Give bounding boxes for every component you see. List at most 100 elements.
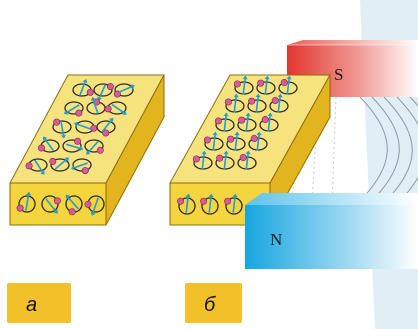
orbit-ellipse [178, 197, 196, 215]
panel-label-b-text: б [204, 294, 216, 316]
electron-icon [74, 137, 82, 145]
spin-arrow-icon [245, 115, 249, 132]
spin-arrow-head [201, 150, 207, 155]
spin-arrow-head [90, 96, 96, 102]
electron-icon [192, 155, 200, 163]
spin-arrow-icon [232, 196, 236, 213]
atom-orbit-icon [84, 195, 105, 216]
spin-arrow-icon [45, 198, 57, 212]
electron-icon [106, 83, 114, 91]
electron-icon [86, 88, 94, 96]
spin-arrow-icon [67, 196, 79, 210]
orbit-ellipse [225, 197, 243, 215]
atom-orbit-icon [104, 101, 127, 115]
spin-arrow-head [256, 131, 262, 136]
spin-arrow-icon [242, 78, 246, 95]
spin-arrow-icon [65, 143, 81, 150]
spin-arrow-icon [264, 78, 268, 95]
electron-icon [214, 117, 222, 125]
atom-orbit-icon [237, 112, 257, 132]
electron-icon [233, 80, 241, 88]
spin-arrow-head [86, 150, 91, 155]
spin-arrow-icon [111, 103, 125, 114]
electron-icon [81, 167, 89, 175]
atom-orbit-icon [200, 193, 219, 215]
atom-orbit-icon [96, 117, 116, 137]
spin-arrow-icon [25, 194, 30, 211]
electron-icon [104, 105, 112, 113]
atom-orbit-icon [41, 195, 61, 214]
spin-arrow-icon [60, 120, 65, 136]
material-block-magnetized [169, 73, 331, 227]
atom-orbit-icon [72, 79, 94, 97]
magnetic-field-lines [291, 96, 418, 206]
atom-orbit-icon [233, 75, 254, 95]
spin-arrow-icon [92, 197, 99, 213]
spin-arrow-head [245, 150, 251, 155]
spin-arrow-head [43, 136, 48, 141]
spin-arrow-icon [255, 96, 259, 113]
electron-icon [38, 144, 46, 152]
electron-icon [177, 197, 185, 205]
electron-icon [68, 208, 76, 216]
spin-arrow-head [267, 112, 273, 117]
spin-arrow-head [277, 93, 283, 98]
spin-arrow-head [63, 110, 69, 115]
spin-arrow-icon [233, 96, 237, 113]
panel-label-b: б [185, 283, 242, 323]
atom-orbit-icon [65, 194, 83, 216]
spin-arrow-head [234, 131, 240, 136]
atom-orbit-icon [192, 150, 213, 170]
north-pole-label: N [270, 230, 282, 249]
electron-icon [250, 135, 258, 143]
spin-arrow-icon [34, 159, 44, 173]
electron-icon [90, 124, 98, 132]
orbit-ellipse [62, 139, 82, 153]
spin-arrow-icon [118, 86, 132, 94]
electron-icon [224, 98, 232, 106]
orbit-ellipse [93, 83, 113, 97]
spin-arrow-icon [92, 99, 99, 114]
field-line [395, 96, 418, 206]
atom-orbit-icon [70, 158, 92, 175]
atom-orbit-icon [113, 83, 135, 98]
atom-orbit-icon [247, 93, 267, 113]
field-line [311, 96, 319, 206]
spin-arrow-head [223, 150, 229, 155]
label-tab [7, 283, 71, 323]
electron-icon [53, 197, 61, 205]
spin-arrow-icon [277, 96, 281, 113]
spin-arrow-head [70, 165, 76, 171]
spin-arrow-icon [185, 196, 189, 213]
electron-icon [84, 200, 92, 208]
electron-icon [200, 197, 208, 205]
field-line [331, 96, 337, 206]
north-magnet: N [245, 193, 418, 269]
spin-arrow-head [130, 84, 135, 90]
spin-arrow-icon [73, 162, 88, 169]
atom-orbit-icon [73, 120, 98, 134]
spin-arrow-head [208, 193, 214, 198]
spin-arrow-icon [66, 104, 80, 113]
orbit-ellipse [50, 158, 70, 172]
label-tab [185, 283, 242, 323]
spin-arrow-icon [245, 153, 249, 170]
spin-arrow-icon [212, 134, 216, 151]
atom-orbit-icon [278, 75, 298, 95]
spin-arrow-head [40, 170, 45, 175]
atom-orbit-icon [38, 136, 60, 153]
spin-arrow-head [109, 117, 114, 123]
atom-orbit-icon [16, 191, 36, 213]
electron-icon [25, 162, 33, 170]
spin-arrow-head [223, 112, 229, 117]
atom-orbit-icon [224, 93, 245, 113]
spin-arrow-icon [44, 138, 55, 152]
spin-arrow-icon [98, 84, 107, 98]
spin-arrow-icon [267, 115, 271, 132]
electron-icon [102, 129, 110, 137]
electron-icon [227, 135, 235, 143]
atom-orbit-icon [215, 150, 235, 170]
electron-icon [239, 154, 247, 162]
